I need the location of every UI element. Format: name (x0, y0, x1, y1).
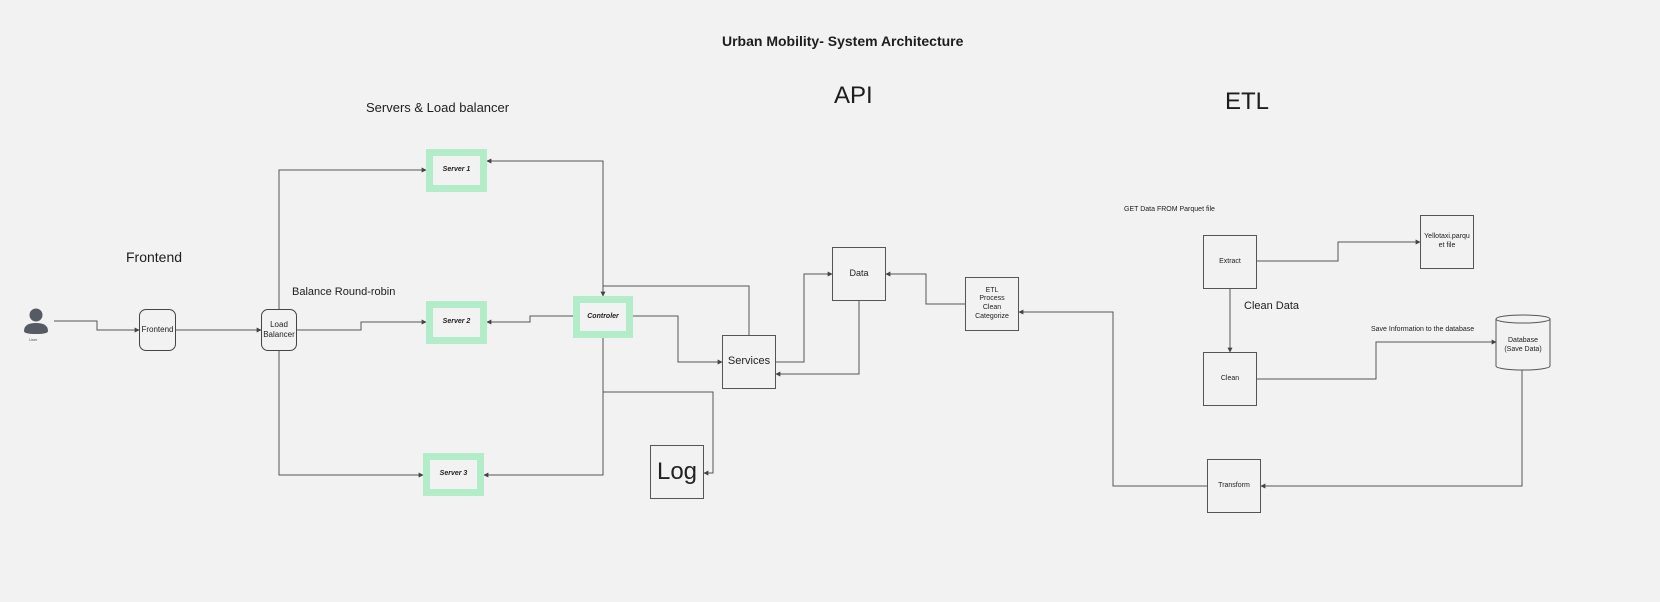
edge-loadbalancer-server1 (278, 167, 427, 309)
annotation-get-data: GET Data FROM Parquet file (1124, 206, 1215, 213)
diagram-title: Urban Mobility- System Architecture (722, 33, 964, 49)
etl-process-node[interactable]: ETL Process Clean Categorize (965, 277, 1019, 331)
edge-controller-log (603, 391, 714, 476)
etl-process-label: ETL Process Clean Categorize (975, 286, 1009, 320)
edge-controller-server3 (483, 338, 604, 478)
edge-database-transform (1260, 370, 1523, 489)
edge-controller-server2 (486, 315, 573, 325)
section-label-frontend: Frontend (126, 249, 183, 265)
server-3-node[interactable]: Server 3 (423, 453, 484, 496)
database-node[interactable]: Database (Save Data) (1496, 323, 1550, 368)
server-2-node[interactable]: Server 2 (426, 301, 487, 344)
user-icon (24, 308, 48, 334)
server-1-node[interactable]: Server 1 (426, 149, 487, 192)
edge-loadbalancer-server2 (297, 319, 427, 331)
parquet-file-label: Yellotaxi.parqu et file (1424, 233, 1470, 249)
server-1-label: Server 1 (442, 166, 471, 174)
frontend-node-label: Frontend (141, 325, 174, 334)
database-label: Database (Save Data) (1504, 336, 1542, 353)
server-3-label: Server 3 (439, 470, 468, 478)
edge-services-data (776, 271, 833, 363)
controller-label: Controler (587, 312, 619, 320)
annotation-clean-data: Clean Data (1244, 300, 1300, 312)
services-node[interactable]: Services (722, 335, 776, 389)
data-label: Data (849, 268, 869, 279)
services-label: Services (727, 355, 771, 368)
annotation-save-info: Save Information to the database (1371, 326, 1475, 333)
edge-data-services (775, 301, 860, 377)
edge-extract-parquet (1257, 239, 1421, 262)
edge-services-controller (600, 285, 750, 335)
clean-label: Clean (1220, 374, 1240, 382)
edge-loadbalancer-server3 (278, 351, 424, 478)
log-node[interactable]: Log (650, 445, 704, 499)
edge-clean-database (1257, 339, 1497, 380)
load-balancer-node-label: Load Balancer (263, 320, 295, 339)
edge-etl-data (885, 271, 965, 305)
section-label-etl: ETL (1225, 88, 1270, 115)
extract-node[interactable]: Extract (1203, 235, 1257, 289)
database-cylinder-shape (1495, 314, 1551, 371)
frontend-node[interactable]: Frontend (139, 309, 176, 351)
clean-node[interactable]: Clean (1203, 352, 1257, 406)
log-label: Log (656, 458, 698, 485)
transform-node[interactable]: Transform (1207, 459, 1261, 513)
data-node[interactable]: Data (832, 247, 886, 301)
server-2-label: Server 2 (442, 318, 471, 326)
controller-node[interactable]: Controler (573, 296, 633, 338)
extract-label: Extract (1219, 257, 1241, 265)
section-label-servers: Servers & Load balancer (366, 100, 510, 115)
edge-transform-etl (1018, 309, 1207, 487)
parquet-file-node[interactable]: Yellotaxi.parqu et file (1420, 215, 1474, 269)
edge-controller-services (633, 315, 723, 365)
annotation-balance-round-robin: Balance Round-robin (292, 286, 396, 298)
section-label-api: API (834, 82, 873, 109)
transform-label: Transform (1218, 481, 1250, 489)
edge-user-frontend (54, 320, 140, 333)
load-balancer-node[interactable]: Load Balancer (261, 309, 297, 351)
edge-controller-server1 (486, 158, 604, 296)
user-label: User (29, 337, 38, 342)
